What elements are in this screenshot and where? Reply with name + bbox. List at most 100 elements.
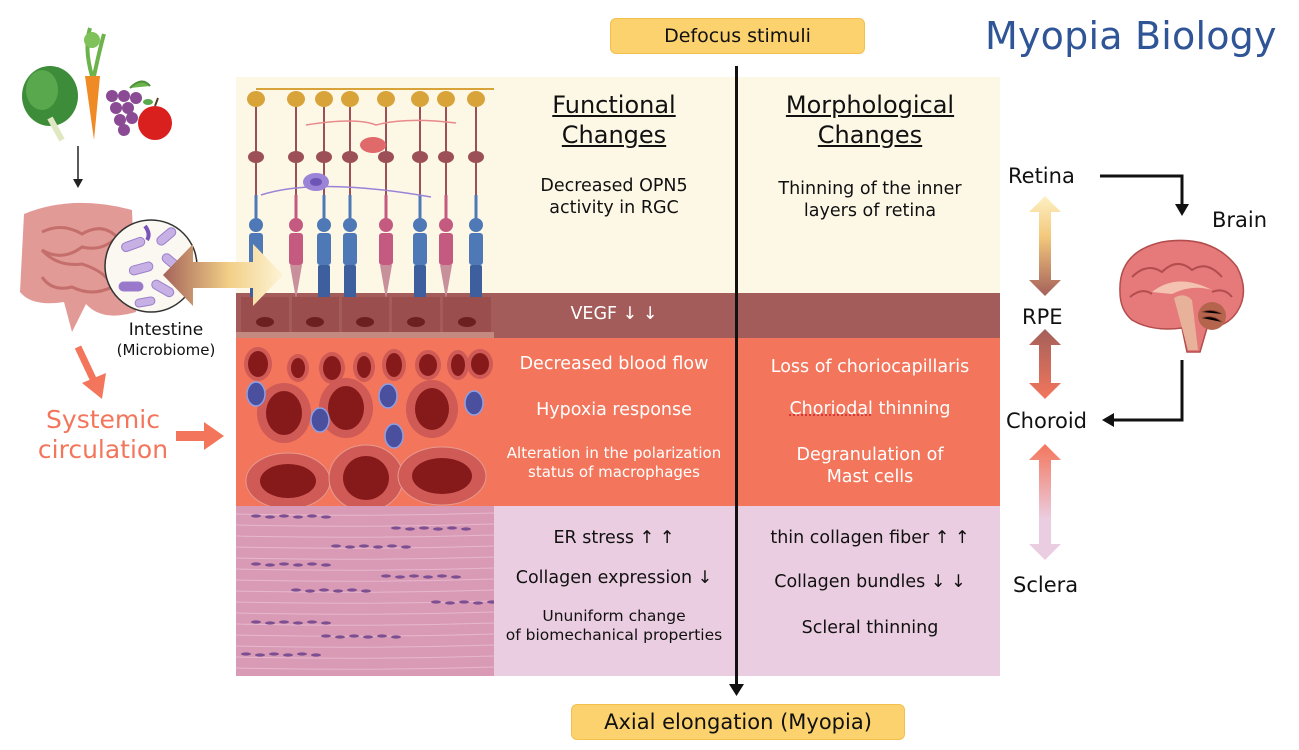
blood-vessel (244, 347, 272, 381)
fibroblast-nucleus (307, 562, 317, 566)
blood-vessel (287, 354, 309, 382)
sclera-morphological-item: Collagen bundles ↓ ↓ (774, 572, 966, 592)
fibroblast-nucleus (321, 563, 331, 567)
choroid-morphological-item: Degranulation of Mast cells (740, 444, 1000, 488)
fibroblast-nucleus (283, 653, 293, 657)
fibroblast-nucleus (363, 635, 373, 639)
fibroblast-nucleus (321, 515, 331, 519)
choroid-morphological-line: Degranulation of (796, 445, 944, 465)
choroid-functional-item: Decreased blood flow (519, 354, 709, 374)
retina-morphological-line: Thinning of the inner (778, 179, 962, 199)
defocus-stimuli-box: Defocus stimuli (610, 18, 865, 54)
choroid-morphological-item: Choriodal thinning (740, 398, 1000, 420)
fibroblast-nucleus (451, 575, 461, 579)
choroid-morphological-line: Mast cells (826, 467, 914, 487)
fibroblast-nucleus (265, 621, 275, 625)
fibroblast-nucleus (311, 653, 321, 657)
microbiome-label: (Microbiome) (116, 341, 216, 359)
fibroblast-nucleus (265, 563, 275, 567)
retina-morphological-text: Thinning of the inner layers of retina (740, 178, 1000, 222)
fibroblast-nucleus (321, 634, 331, 638)
fibroblast-nucleus (269, 652, 279, 656)
fibroblast-nucleus (333, 589, 343, 593)
fibroblast-nucleus (409, 574, 419, 578)
retina-band (236, 77, 1000, 293)
fibroblast-nucleus (279, 562, 289, 566)
fibroblast-nucleus (307, 620, 317, 624)
brain-to-choroid-arrow-icon (1102, 360, 1184, 427)
retina-rpe-bidirectional-arrow-icon (1029, 196, 1061, 296)
morphological-changes-heading: Morphological Changes (740, 90, 1000, 150)
fibroblast-nucleus (461, 527, 471, 531)
sclera-functional-item: ER stress ↑ ↑ (553, 528, 675, 548)
fibroblast-nucleus (401, 545, 411, 549)
fibroblast-nucleus (321, 621, 331, 625)
fibroblast-nucleus (423, 575, 433, 579)
retina-morphological-line: layers of retina (803, 201, 937, 221)
fibroblast-nucleus (241, 652, 251, 656)
choroid-label: Choroid (1006, 409, 1088, 433)
choroid-functional-line: status of macrophages (528, 463, 700, 481)
sclera-functional-line: of biomechanical properties (505, 626, 723, 644)
choriodal-word: Choriodal (789, 399, 873, 419)
fibroblast-nucleus (349, 634, 359, 638)
central-divider-line (735, 66, 738, 686)
brain-icon (1119, 239, 1245, 353)
fibroblast-nucleus (331, 544, 341, 548)
fibroblast-nucleus (405, 527, 415, 531)
axial-elongation-box: Axial elongation (Myopia) (571, 704, 905, 740)
choroid-morphological-item: Loss of choriocapillaris (770, 357, 970, 377)
fibroblast-nucleus (391, 526, 401, 530)
macrophage-cell (378, 383, 398, 409)
retina-functional-line: Decreased OPN5 (540, 176, 688, 196)
intestine-to-circulation-arrow-icon (74, 345, 106, 399)
rpe-label: RPE (1022, 305, 1063, 329)
sclera-morphological-item: thin collagen fiber ↑ ↑ (770, 528, 970, 548)
blood-vessel (257, 383, 311, 443)
retinal-neuron (287, 91, 305, 299)
fibroblast-nucleus (305, 589, 315, 593)
fibroblast-nucleus (307, 514, 317, 518)
fibroblast-nucleus (391, 635, 401, 639)
fibroblast-nucleus (447, 526, 457, 530)
food-to-intestine-arrow-icon (73, 146, 83, 188)
macrophage-cell (310, 407, 330, 433)
sclera-functional-item: Collagen expression ↓ (515, 568, 713, 588)
fibroblast-nucleus (319, 588, 329, 592)
choroid-functional-line: Alteration in the polarization (506, 444, 722, 462)
retinal-neuron (411, 91, 429, 303)
macrophage-cell (464, 390, 484, 416)
choroid-vessels-illustration (236, 338, 494, 506)
fibroblast-nucleus (335, 635, 345, 639)
retina-to-brain-arrow-icon (1100, 174, 1189, 216)
blood-vessel (245, 452, 331, 506)
systemic-line1: Systemic (46, 405, 160, 434)
macrophage-cell (384, 423, 404, 449)
morphological-heading-line1: Morphological (785, 91, 955, 119)
fibroblast-nucleus (279, 620, 289, 624)
choroid-sclera-bidirectional-arrow-icon (1029, 444, 1061, 560)
choroid-functional-item: Alteration in the polarization status of… (494, 444, 734, 482)
sclera-morphological-item: Scleral thinning (801, 618, 939, 638)
microbiome-circle-icon (104, 219, 198, 313)
sclera-tissue-illustration (236, 506, 494, 676)
fibroblast-nucleus (293, 515, 303, 519)
rpe-functional-text: VEGF ↓ ↓ (570, 304, 658, 324)
fibroblast-nucleus (293, 621, 303, 625)
sclera-functional-item: Ununiform change of biomechanical proper… (494, 607, 734, 645)
choroid-functional-item: Hypoxia response (536, 400, 692, 420)
fibroblast-nucleus (345, 545, 355, 549)
fibroblast-nucleus (265, 515, 275, 519)
systemic-line2: circulation (37, 435, 169, 464)
blood-vessel (319, 352, 345, 384)
blood-vessel (415, 350, 441, 380)
blood-vessel (397, 446, 487, 506)
retina-functional-text: Decreased OPN5 activity in RGC (494, 175, 734, 219)
fibroblast-nucleus (381, 574, 391, 578)
blood-vessel (447, 350, 469, 380)
fibroblast-nucleus (251, 514, 261, 518)
retinal-neuron (315, 91, 333, 303)
fibroblast-nucleus (293, 563, 303, 567)
gut-retina-bidirectional-arrow-icon (163, 244, 283, 306)
blood-vessel (382, 349, 406, 381)
